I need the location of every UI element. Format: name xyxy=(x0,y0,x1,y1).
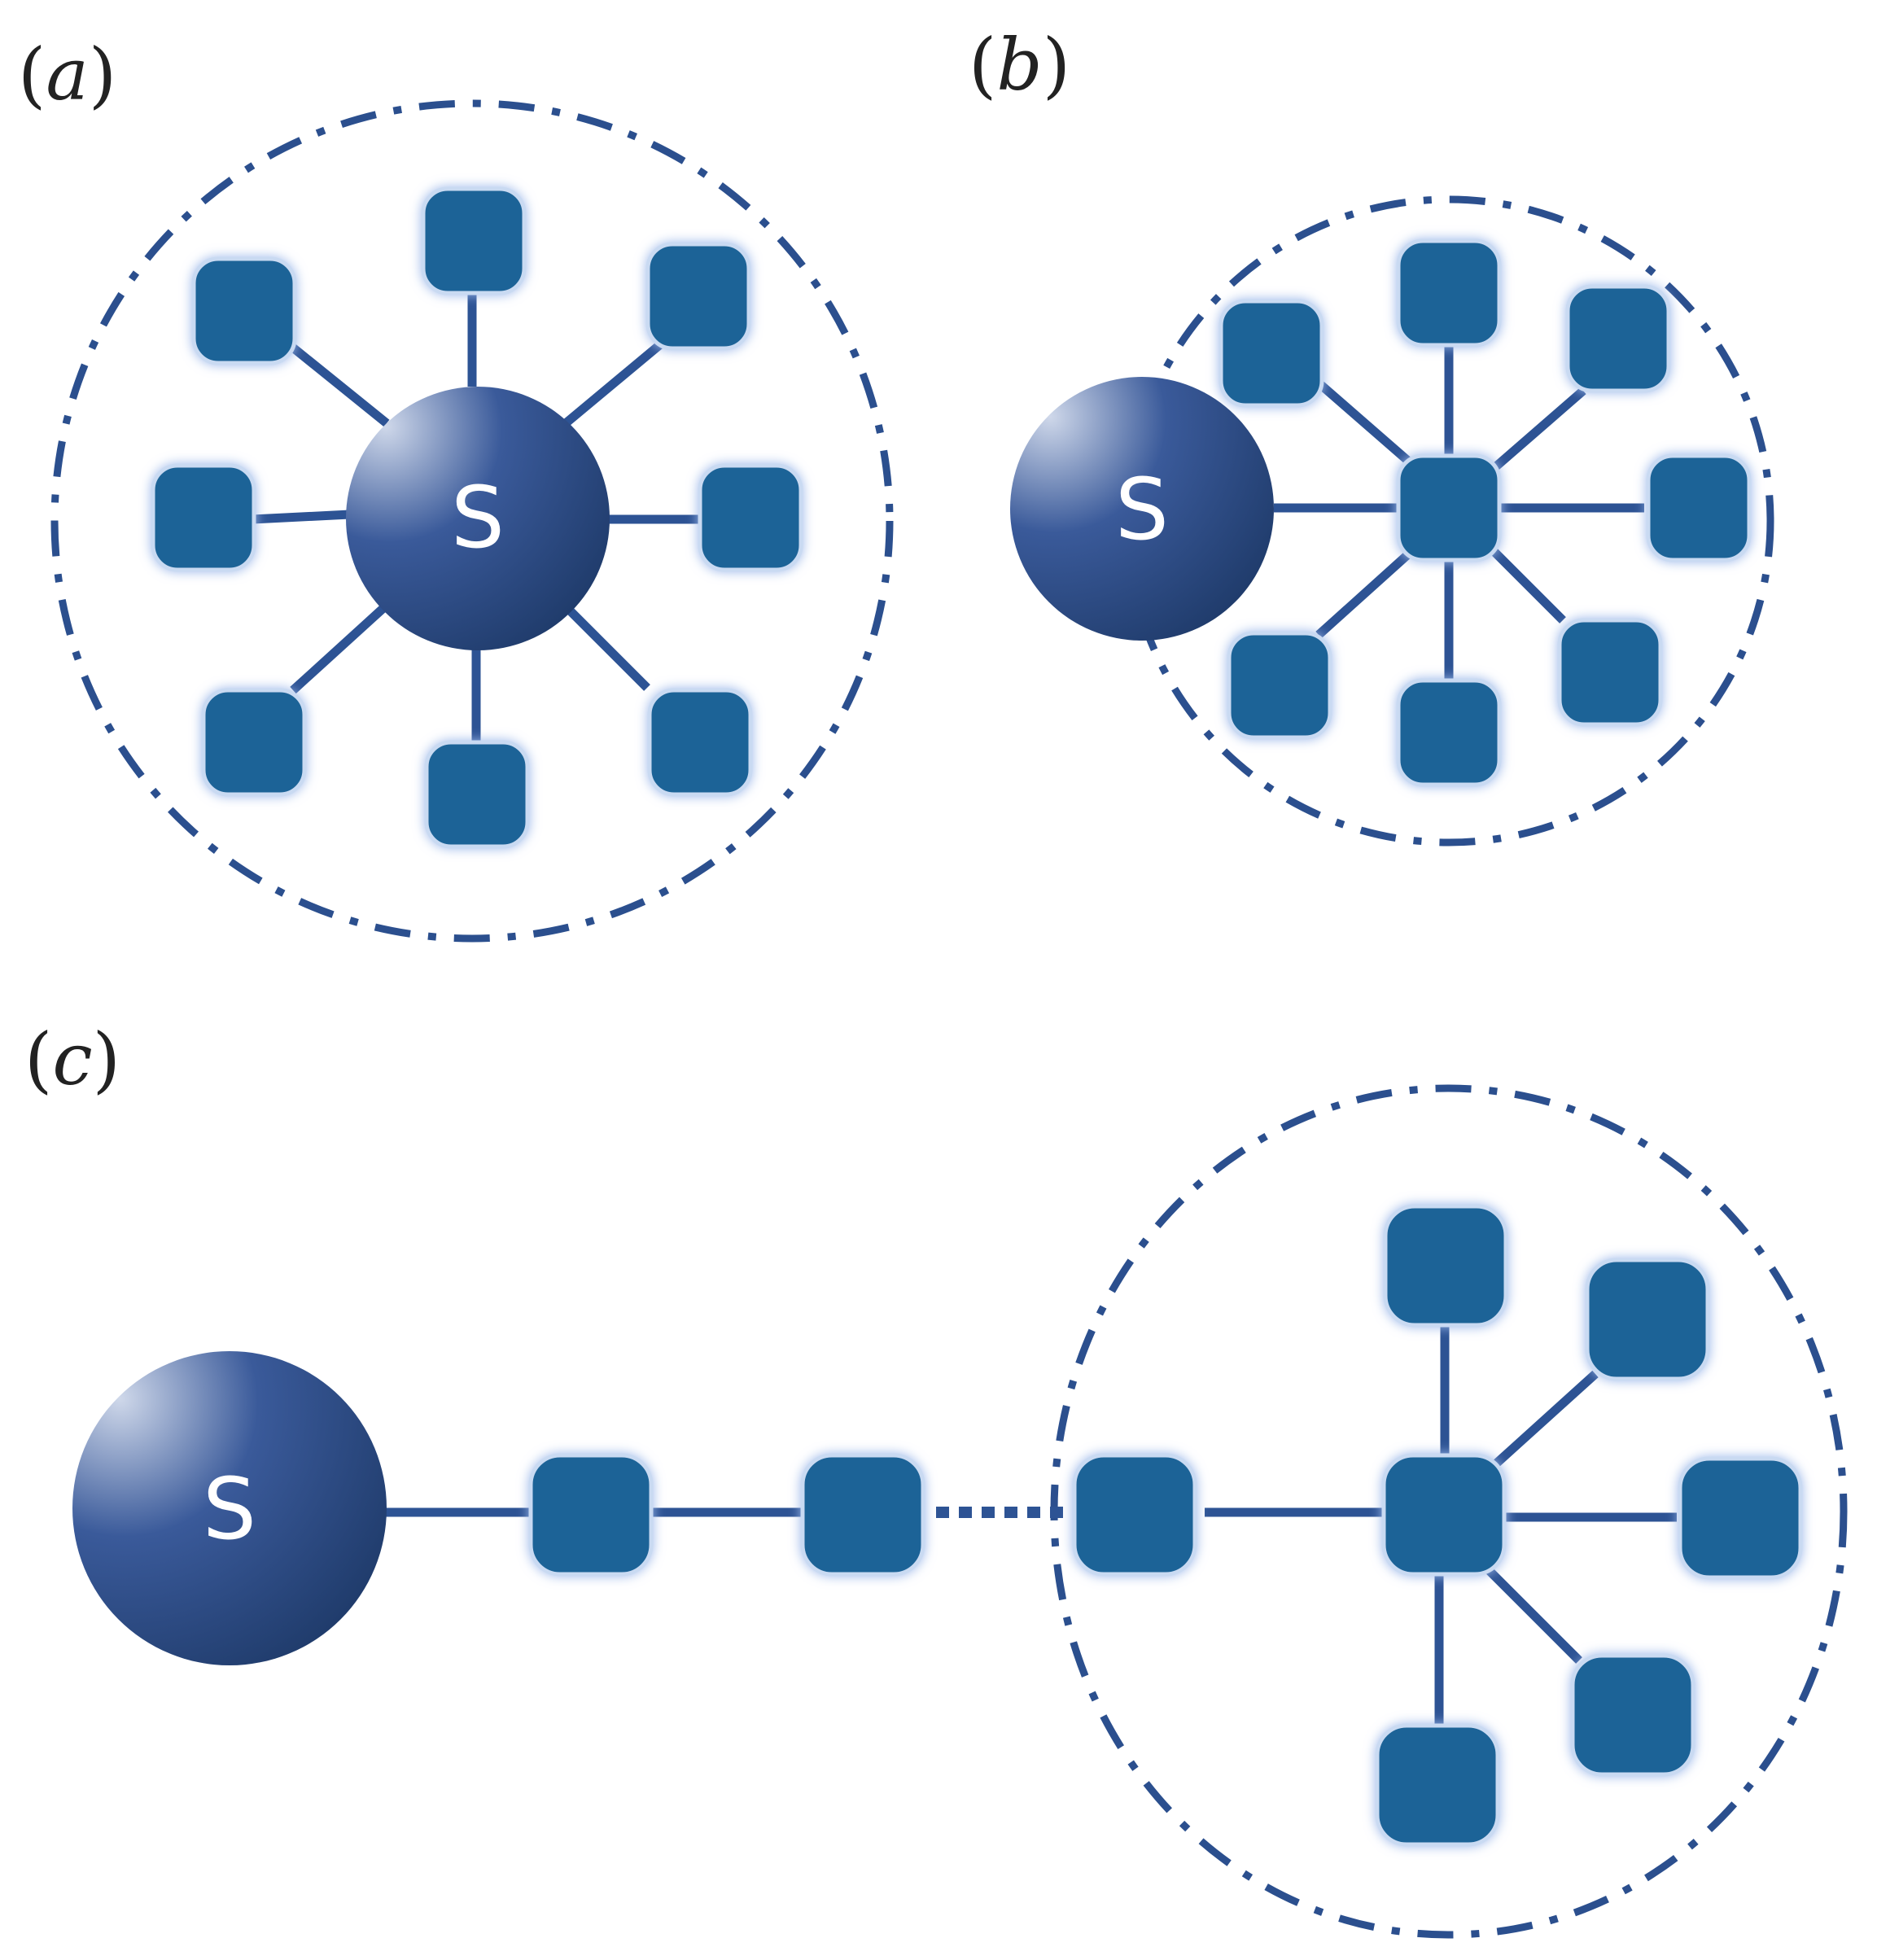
panel-c-node-bottom xyxy=(1375,1723,1500,1847)
panel-c-label-letter: c xyxy=(52,1017,92,1101)
panel-b-label-open: ( xyxy=(969,23,996,107)
panel-b-nodes xyxy=(1219,238,1752,787)
panel-b-label-close: ) xyxy=(1043,23,1070,107)
panel-a-node-upper-left xyxy=(191,256,297,365)
panel-b-label-letter: b xyxy=(996,23,1042,107)
panel-a-node-top xyxy=(421,186,527,295)
panel-b-node-bottom xyxy=(1396,678,1502,787)
panel-a-source: S xyxy=(346,387,610,650)
panel-b-node-lower-left xyxy=(1227,631,1332,740)
panel-c-nodes xyxy=(528,1204,1803,1847)
panel-c-label-open: ( xyxy=(24,1017,52,1101)
panel-b-node-right xyxy=(1646,453,1752,562)
panel-a-label: (a) xyxy=(18,33,116,116)
panel-a-label-close: ) xyxy=(89,33,116,116)
panel-b-label: (b) xyxy=(969,23,1070,107)
panel-c-chain-node-2 xyxy=(800,1453,925,1577)
panel-b-node-upper-left xyxy=(1219,299,1324,408)
panel-b-edge-lower-right xyxy=(1486,544,1566,623)
panel-c-edges xyxy=(370,1319,1677,1730)
panel-c-chain-node-1 xyxy=(528,1453,654,1577)
panel-b-source-sphere xyxy=(1010,377,1274,641)
panel-c-source-label: S xyxy=(203,1459,256,1559)
panel-c-node-top xyxy=(1383,1204,1508,1328)
panel-b: (b) S xyxy=(969,23,1774,847)
panel-b-source-label: S xyxy=(1115,460,1169,559)
panel-c-hub-node xyxy=(1381,1453,1507,1577)
panel-b-boundary xyxy=(1123,195,1774,847)
panel-a-node-left xyxy=(151,463,256,572)
panel-b-edge-lower-left xyxy=(1315,543,1420,639)
panel-a-edge-lower-right xyxy=(562,603,650,691)
panel-a-node-upper-right xyxy=(645,242,751,351)
panel-c-source: S xyxy=(72,1351,387,1665)
panel-b-edges xyxy=(1274,342,1644,684)
panel-a-node-lower-right xyxy=(647,688,753,797)
panel-a-edge-upper-right xyxy=(562,338,667,427)
panel-a-edge-upper-left xyxy=(278,334,390,427)
panel-c-label: (c) xyxy=(24,1017,120,1101)
panel-a-node-bottom xyxy=(424,740,530,849)
panel-c-node-upper-right xyxy=(1585,1258,1710,1381)
panel-a-label-open: ( xyxy=(18,33,46,116)
panel-b-node-top xyxy=(1396,238,1502,348)
panel-c: (c) S xyxy=(24,1017,1848,1939)
panel-b-node-upper-right xyxy=(1565,284,1671,393)
panel-c-node-right xyxy=(1678,1456,1803,1580)
panel-b-hub-node xyxy=(1396,453,1502,562)
panel-c-source-sphere xyxy=(72,1351,387,1665)
panel-a-source-label: S xyxy=(451,468,505,567)
panel-b-edge-upper-left xyxy=(1306,370,1420,472)
panel-c-chain-node-3 xyxy=(1072,1453,1197,1577)
panel-c-edge-lower-right xyxy=(1478,1560,1582,1664)
panel-c-edge-upper-right xyxy=(1482,1370,1599,1477)
panel-c-node-lower-right xyxy=(1570,1653,1695,1777)
panel-a-label-letter: a xyxy=(46,33,88,116)
panel-a: (a) S xyxy=(18,33,894,943)
panel-c-label-close: ) xyxy=(93,1017,120,1101)
panel-a-node-lower-left xyxy=(201,688,307,797)
panel-a-nodes xyxy=(151,186,803,849)
panel-a-node-right xyxy=(698,463,803,572)
panel-a-boundary xyxy=(50,99,894,943)
panel-a-edge-left xyxy=(252,510,351,524)
panel-b-edge-upper-right xyxy=(1486,387,1586,476)
panel-a-edge-lower-left xyxy=(290,605,386,694)
panel-a-source-sphere xyxy=(346,387,610,650)
panel-b-source: S xyxy=(1010,377,1274,641)
panel-b-node-lower-right xyxy=(1557,618,1663,727)
